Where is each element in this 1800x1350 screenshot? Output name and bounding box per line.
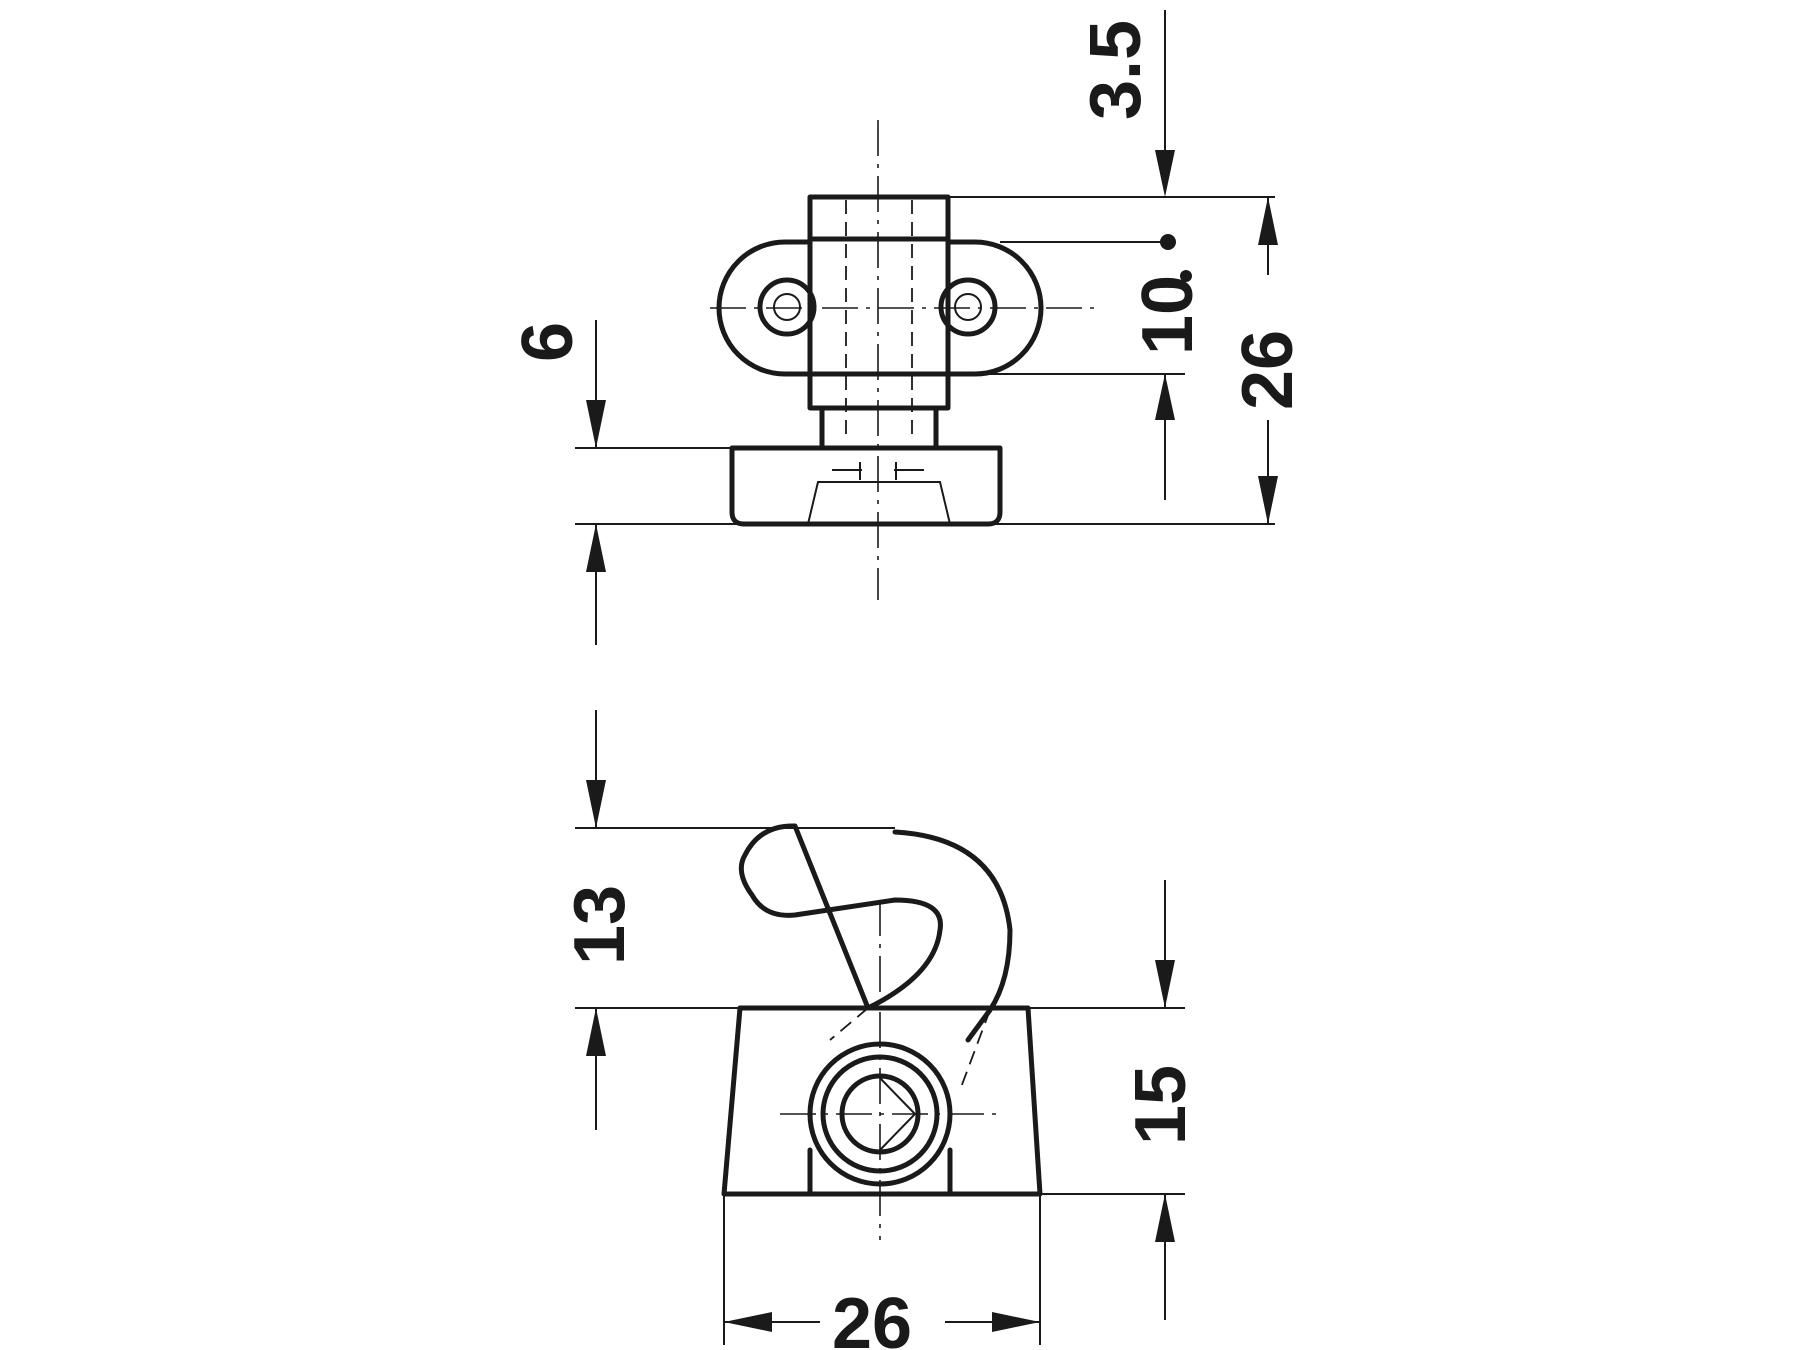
dimension-label-6: 6 bbox=[508, 322, 588, 362]
dimension-label-26-horizontal: 26 bbox=[832, 1284, 912, 1350]
front-view-extension-lines bbox=[575, 827, 1185, 1345]
dimension-label-26-vertical: 26 bbox=[1228, 330, 1308, 410]
dimension-13: 13 bbox=[560, 710, 640, 1130]
hook bbox=[738, 823, 1013, 1043]
left-hole-outer bbox=[757, 277, 817, 337]
top-view-extension-lines bbox=[575, 196, 1275, 525]
dimension-15: 15 bbox=[1121, 880, 1201, 1320]
reference-dot bbox=[1160, 234, 1176, 250]
dimension-26-horizontal: 26 bbox=[724, 1284, 1040, 1350]
dimension-label-10: 10 bbox=[1128, 275, 1208, 355]
dimension-26-vertical: 26 bbox=[1228, 197, 1308, 524]
lower-collar bbox=[807, 371, 951, 411]
front-base-block bbox=[721, 1005, 1043, 1197]
right-hole-outer bbox=[938, 277, 998, 337]
dimension-label-3-5: 3.5 bbox=[1076, 20, 1156, 120]
hook-hidden-section bbox=[829, 1007, 991, 1091]
top-view bbox=[710, 120, 1100, 600]
right-hole-inner bbox=[954, 293, 982, 321]
dimension-3-5: 3.5 bbox=[1076, 10, 1176, 500]
dimension-10: 10 bbox=[1128, 270, 1208, 355]
oval-flange bbox=[716, 239, 1044, 377]
left-hole-inner bbox=[773, 293, 801, 321]
base-plate bbox=[729, 445, 1003, 527]
dimension-label-13: 13 bbox=[560, 885, 640, 965]
front-view bbox=[721, 823, 1043, 1240]
neck bbox=[819, 405, 939, 451]
upper-collar bbox=[807, 194, 951, 242]
base-slot bbox=[807, 462, 951, 525]
dimension-label-15: 15 bbox=[1121, 1065, 1201, 1145]
dimension-6: 6 bbox=[508, 320, 606, 645]
